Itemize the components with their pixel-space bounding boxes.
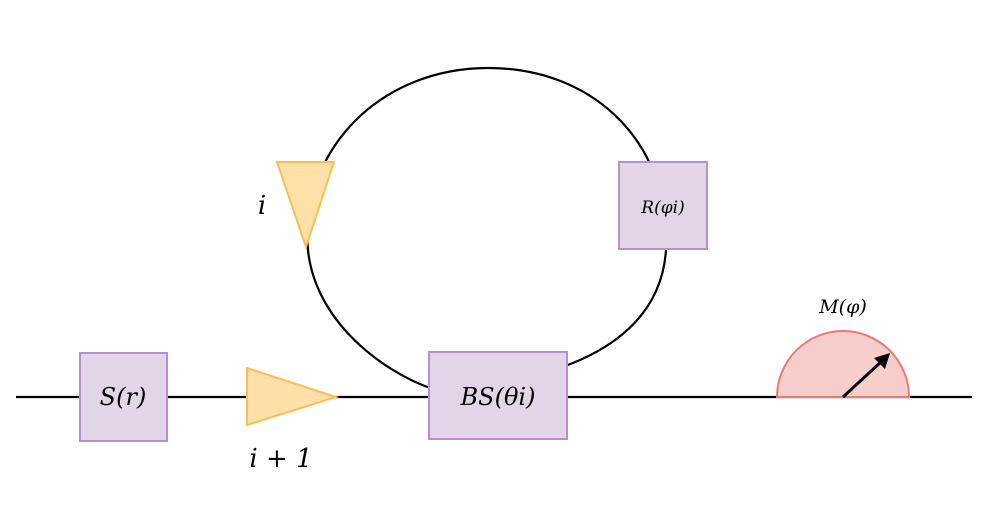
- meter-needle: [841, 359, 884, 399]
- beamsplitter-label: BS(θi): [460, 383, 536, 411]
- delay-marker-line: i + 1: [246, 366, 340, 474]
- squeezer-box: S(r): [79, 352, 168, 442]
- meter-dial-icon: [775, 330, 911, 398]
- marker-loop-label: i: [258, 191, 266, 221]
- marker-line-label: i + 1: [249, 444, 312, 474]
- triangle-down-icon: [275, 161, 336, 251]
- rotation-label: R(φi): [640, 198, 684, 218]
- triangle-right-icon: [246, 366, 340, 427]
- measurement-label: M(φ): [818, 296, 867, 318]
- beamsplitter-box: BS(θi): [428, 351, 568, 440]
- squeezer-label: S(r): [100, 383, 147, 411]
- measurement-meter: M(φ): [775, 296, 911, 399]
- meter-arrow-icon: [874, 353, 890, 369]
- rotation-box: R(φi): [618, 161, 708, 250]
- delay-marker-loop: i: [258, 161, 336, 251]
- loop-path: [306, 66, 668, 390]
